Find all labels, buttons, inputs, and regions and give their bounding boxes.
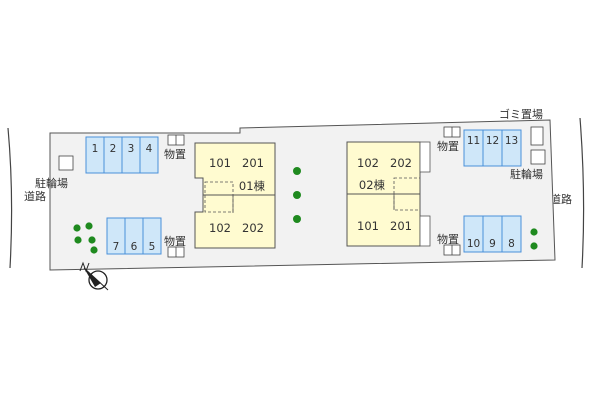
- parking-space: [142, 217, 162, 255]
- storage-label: 物置: [164, 234, 186, 248]
- parking-number: 10: [467, 238, 480, 250]
- bicycle-parking-right: [530, 149, 546, 165]
- storage-label: 物置: [437, 232, 459, 246]
- parking-number: 7: [113, 241, 120, 253]
- parking-space: [501, 215, 522, 253]
- tree-icon: [293, 191, 301, 199]
- tree-icon: [90, 246, 98, 254]
- parking-space: [501, 129, 522, 167]
- building-stair: [204, 181, 234, 213]
- bicycle-label-right: 駐輪場: [510, 167, 543, 181]
- storage-right-top: 物置: [437, 126, 461, 153]
- building-stair: [393, 177, 421, 211]
- parking-number: 8: [508, 238, 515, 250]
- tree-icon: [88, 236, 96, 244]
- tree-icon: [74, 236, 82, 244]
- parking-number: 11: [467, 135, 480, 147]
- tree-icon: [293, 215, 301, 223]
- parking-number: 6: [131, 241, 138, 253]
- bicycle-label-left: 駐輪場: [35, 176, 68, 190]
- road-edge-left: [7, 127, 13, 269]
- parking-number: 2: [110, 143, 117, 155]
- parking-number: 5: [149, 241, 156, 253]
- tree-icon: [85, 222, 93, 230]
- unit-number: 201: [390, 219, 412, 233]
- building-02: 102 202 02棟 101 201: [346, 141, 431, 247]
- tree-icon: [530, 228, 538, 236]
- unit-number: 102: [209, 221, 231, 235]
- building-balcony: [419, 215, 431, 247]
- building-balcony: [419, 141, 431, 173]
- road-label-left: 道路: [24, 189, 46, 203]
- parking-space: [139, 136, 159, 174]
- parking-number: 1: [92, 143, 99, 155]
- storage-left-top: 物置: [164, 134, 186, 161]
- storage-label: 物置: [164, 147, 186, 161]
- unit-number: 202: [242, 221, 264, 235]
- unit-number: 101: [209, 156, 231, 170]
- parking-number: 4: [146, 143, 153, 155]
- bicycle-parking-left: [58, 155, 74, 171]
- tree-icon: [73, 224, 81, 232]
- unit-number: 201: [242, 156, 264, 170]
- tree-icon: [530, 242, 538, 250]
- parking-right-top: 11 12 13: [463, 129, 522, 167]
- storage-left-bottom: 物置: [164, 234, 186, 258]
- garbage-label: ゴミ置場: [499, 107, 543, 121]
- road-label-right: 道路: [550, 192, 572, 206]
- compass-icon: [79, 261, 109, 291]
- building-name: 02棟: [359, 178, 386, 192]
- storage-right-bottom: 物置: [437, 232, 461, 256]
- road-edge-right: [579, 117, 585, 269]
- garbage-area: [530, 126, 544, 146]
- parking-number: 3: [128, 143, 135, 155]
- storage-label: 物置: [437, 139, 459, 153]
- parking-left-bottom: 7 6 5: [106, 217, 162, 255]
- unit-number: 101: [357, 219, 379, 233]
- building-01: 101 201 01棟 102 202: [194, 142, 276, 249]
- parking-number: 9: [489, 238, 496, 250]
- parking-number: 12: [486, 135, 499, 147]
- unit-number: 202: [390, 156, 412, 170]
- unit-number: 102: [357, 156, 379, 170]
- building-name: 01棟: [239, 179, 266, 193]
- parking-right-bottom: 10 9 8: [463, 215, 522, 253]
- parking-number: 13: [505, 135, 518, 147]
- tree-icon: [293, 167, 301, 175]
- parking-left-top: 1 2 3 4: [85, 136, 159, 174]
